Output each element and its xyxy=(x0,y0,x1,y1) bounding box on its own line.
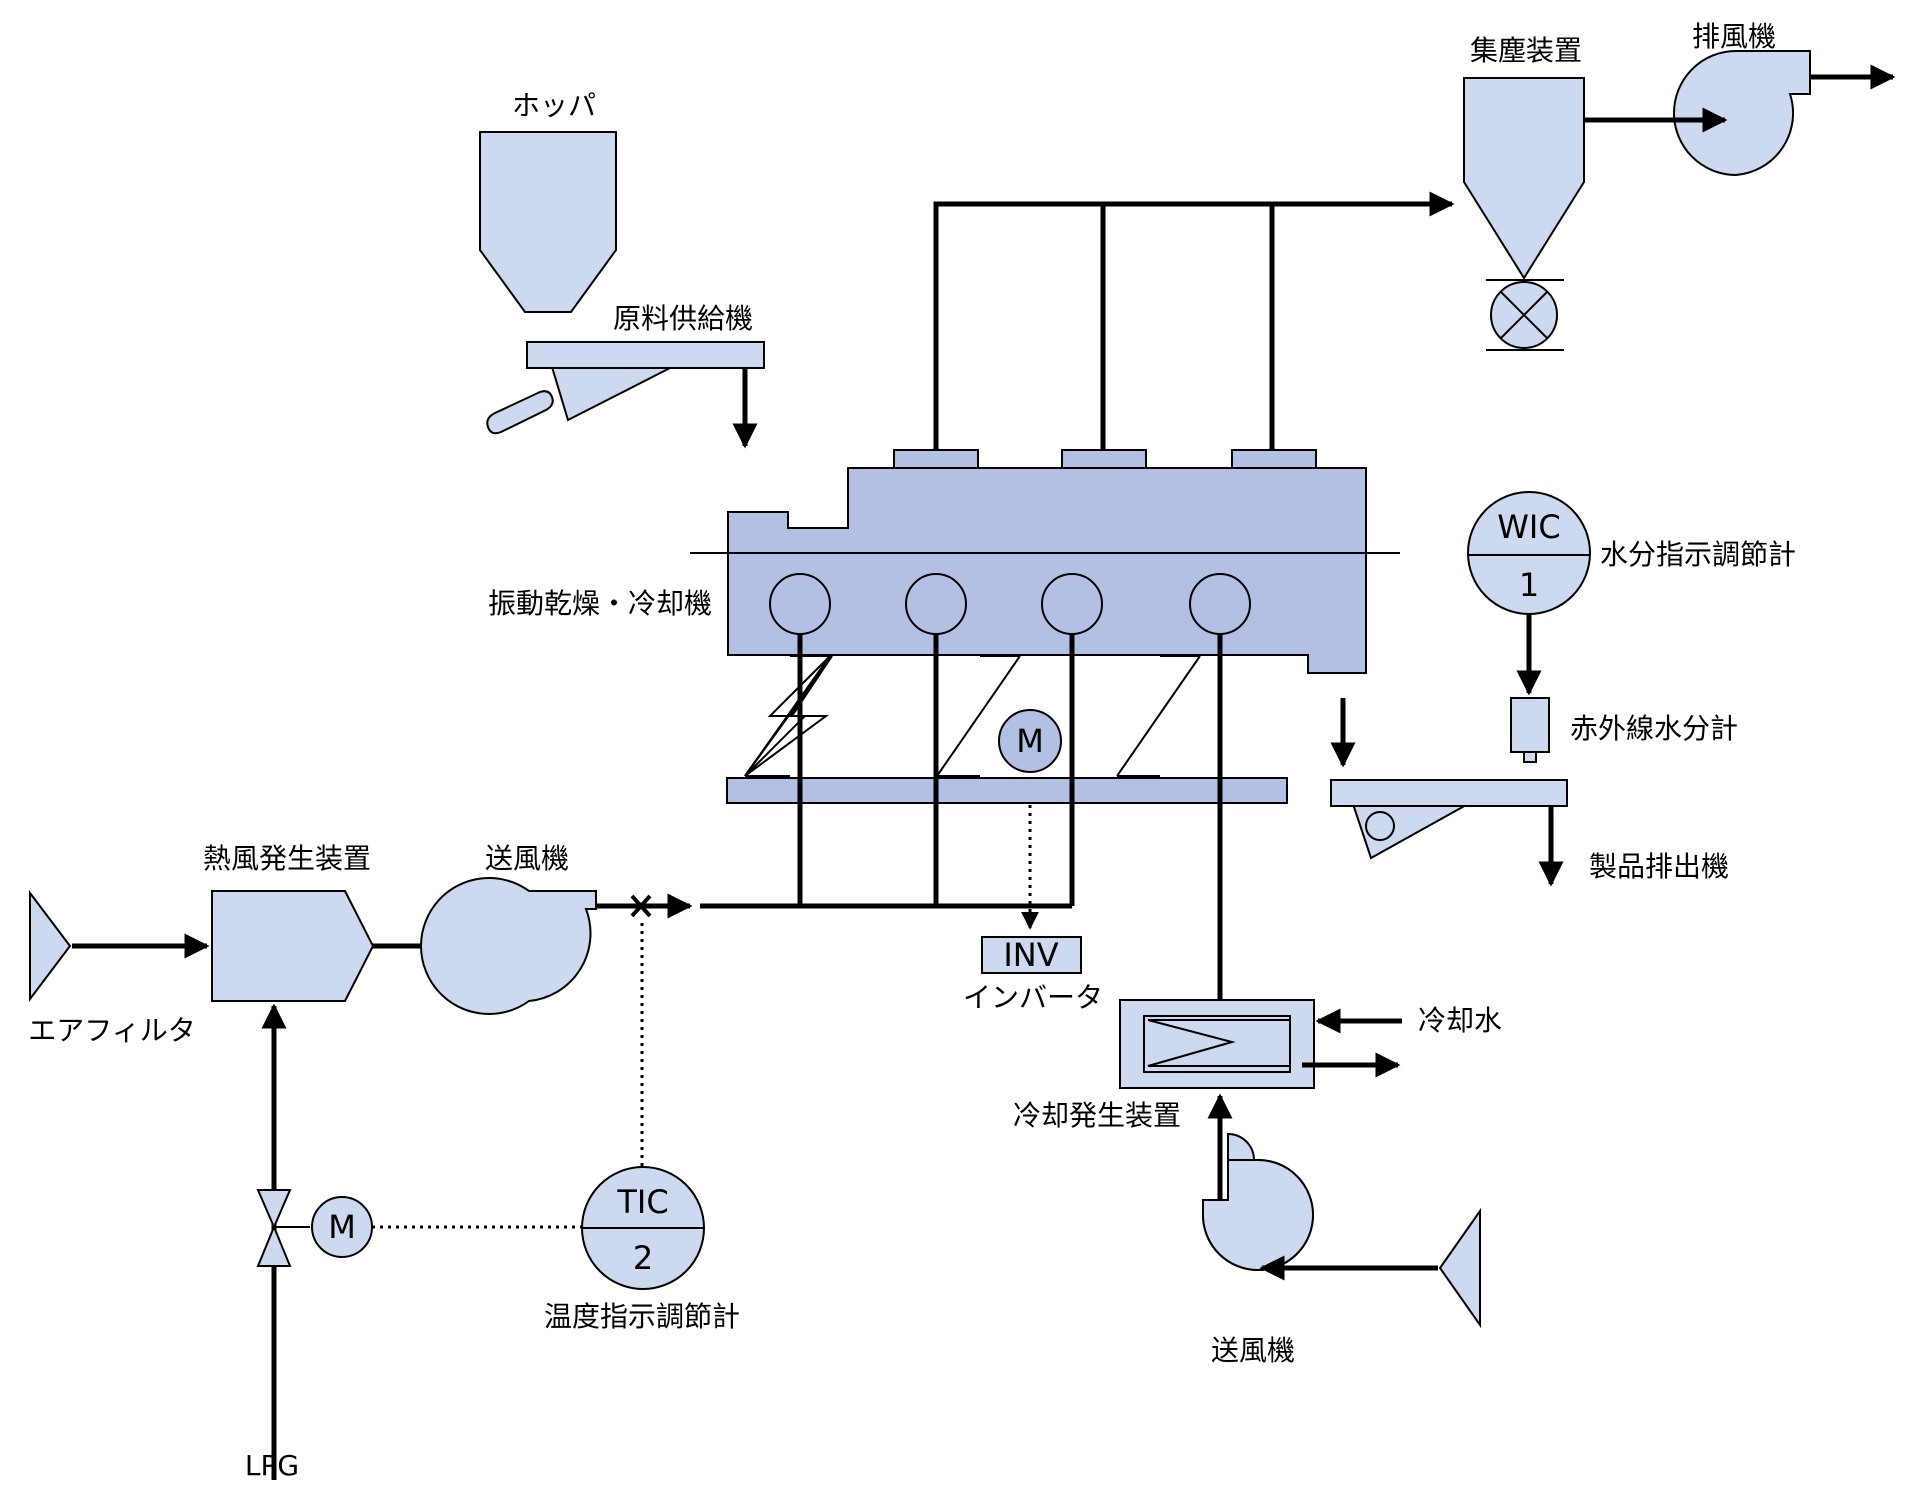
lpg-label: LPG xyxy=(245,1449,299,1482)
damper-icon xyxy=(630,894,652,918)
ir-moisture-label: 赤外線水分計 xyxy=(1570,712,1738,745)
inverter-tag: INV xyxy=(1003,936,1058,974)
vibrating-base xyxy=(726,777,1288,804)
ir-moisture-meter xyxy=(1510,697,1550,763)
hopper-label: ホッパ xyxy=(512,89,596,122)
blower-bottom-label: 送風機 xyxy=(1211,1334,1295,1367)
dust-collector xyxy=(1463,77,1585,280)
dryer-motor-tag: M xyxy=(1016,722,1044,760)
exhaust-duct xyxy=(933,191,1455,452)
tic-tag: TIC xyxy=(616,1183,668,1221)
dust-collector-label: 集塵装置 xyxy=(1470,34,1582,67)
hopper xyxy=(479,131,617,313)
vibrating-dryer-cooler xyxy=(690,449,1400,674)
exhaust-fan-label: 排風機 xyxy=(1692,20,1776,53)
moisture-controller-label: 水分指示調節計 xyxy=(1600,538,1796,571)
air-filter-left xyxy=(29,890,72,1002)
valve-motor-tag: M xyxy=(328,1208,356,1246)
tic-controller: TIC 2 xyxy=(581,1166,705,1290)
cooling-generator-label: 冷却発生装置 xyxy=(1013,1099,1181,1132)
exhaust-fan xyxy=(1673,50,1811,177)
dryer-motor: M xyxy=(998,709,1062,773)
product-discharger xyxy=(1330,779,1568,860)
wic-tag: WIC xyxy=(1497,508,1560,546)
blower-bottom xyxy=(1202,1132,1314,1272)
feeder-label: 原料供給機 xyxy=(613,302,753,335)
dryer-label: 振動乾燥・冷却機 xyxy=(488,587,712,620)
blower-left xyxy=(420,877,597,1015)
blower-left-label: 送風機 xyxy=(485,842,569,875)
raw-material-feeder xyxy=(486,341,765,435)
spring-supports xyxy=(744,655,1201,777)
temp-controller-label: 温度指示調節計 xyxy=(544,1300,740,1333)
cooling-water-label: 冷却水 xyxy=(1418,1004,1502,1037)
air-filter-label: エアフィルタ xyxy=(28,1014,195,1047)
inverter-box xyxy=(981,936,1082,974)
lpg-control-valve-icon: M xyxy=(256,1189,373,1267)
tic-number: 2 xyxy=(633,1239,653,1277)
wic-number: 1 xyxy=(1519,566,1539,604)
product-discharger-label: 製品排出機 xyxy=(1589,850,1729,883)
hot-air-generator xyxy=(211,890,375,1002)
hot-air-generator-label: 熱風発生装置 xyxy=(203,842,371,875)
air-inlet-ducts xyxy=(700,634,1223,1000)
rotary-valve-icon xyxy=(1486,279,1564,351)
air-filter-right xyxy=(1438,1207,1481,1329)
cooling-generator xyxy=(1119,999,1315,1089)
inverter-label: インバータ xyxy=(963,981,1103,1014)
wic-controller: WIC 1 xyxy=(1467,491,1591,615)
